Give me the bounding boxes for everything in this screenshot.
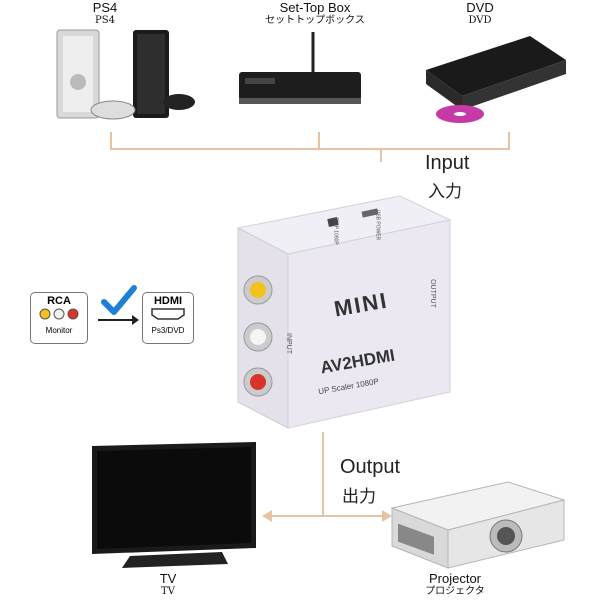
- output-label-jp: 出力: [342, 487, 376, 507]
- source-ps4-name-jp: PS4: [95, 15, 115, 26]
- source-ps4-name: PS4: [92, 0, 118, 15]
- set-top-box-image: [235, 30, 365, 110]
- source-dvd-name: DVD: [466, 0, 494, 15]
- output-projector-label: Projector プロジェクタ: [405, 572, 505, 598]
- converter-box-icon: [236, 195, 452, 429]
- output-stem: [322, 432, 324, 516]
- output-horizontal: [268, 515, 384, 517]
- check-icon: [101, 285, 137, 315]
- hdmi-box: HDMI Ps3/DVD: [142, 292, 194, 344]
- rca-label: RCA: [47, 295, 71, 307]
- input-bracket-horizontal: [110, 148, 510, 150]
- tv-image: [90, 440, 260, 570]
- dvd-player-icon: [426, 36, 566, 123]
- source-ps4-label: PS4 PS4: [70, 1, 140, 27]
- device-side-input: INPUT: [285, 333, 292, 354]
- rca-sublabel: Monitor: [45, 326, 73, 335]
- hdmi-connector-icon: [151, 308, 185, 320]
- tv-icon: [92, 442, 256, 568]
- rca-connectors-icon: [39, 308, 79, 320]
- input-bracket-right: [508, 132, 510, 150]
- hdmi-sublabel: Ps3/DVD: [151, 326, 185, 335]
- dvd-player-image: [420, 30, 570, 125]
- output-projector-name-jp: プロジェクタ: [425, 586, 485, 597]
- arrow-right-icon: [98, 315, 139, 325]
- output-projector-name: Projector: [428, 571, 482, 586]
- source-dvd-name-jp: DVD: [468, 15, 492, 26]
- hdmi-label: HDMI: [153, 295, 183, 307]
- output-tv-name: TV: [159, 571, 177, 586]
- arrow-left-icon: [262, 510, 272, 522]
- output-tv-name-jp: TV: [161, 586, 175, 597]
- set-top-box-icon: [239, 32, 361, 104]
- projector-icon: [390, 481, 566, 569]
- source-stb-label: Set-Top Box セットトップボックス: [255, 1, 375, 27]
- arrow-right-output-icon: [382, 510, 392, 522]
- device-side-output: OUTPUT: [428, 279, 436, 308]
- output-label: Output: [340, 456, 401, 478]
- device-top-port: USB POWER: [374, 209, 381, 241]
- rca-box: RCA Monitor: [30, 292, 88, 344]
- input-stem: [380, 148, 382, 162]
- input-bracket-mid: [318, 132, 320, 150]
- input-bracket-left: [110, 132, 112, 150]
- input-label: Input: [425, 152, 470, 174]
- device-switch-label: 720P 1080P: [332, 217, 339, 245]
- source-stb-name-jp: セットトップボックス: [265, 15, 365, 26]
- input-label-jp: 入力: [428, 182, 462, 202]
- source-dvd-label: DVD DVD: [450, 1, 510, 27]
- game-console-icon: [56, 29, 195, 120]
- converter-device: [228, 192, 453, 432]
- projector-image: [388, 478, 568, 574]
- source-stb-name: Set-Top Box: [279, 0, 351, 15]
- output-tv-label: TV TV: [148, 572, 188, 598]
- ps4-image: [55, 22, 195, 122]
